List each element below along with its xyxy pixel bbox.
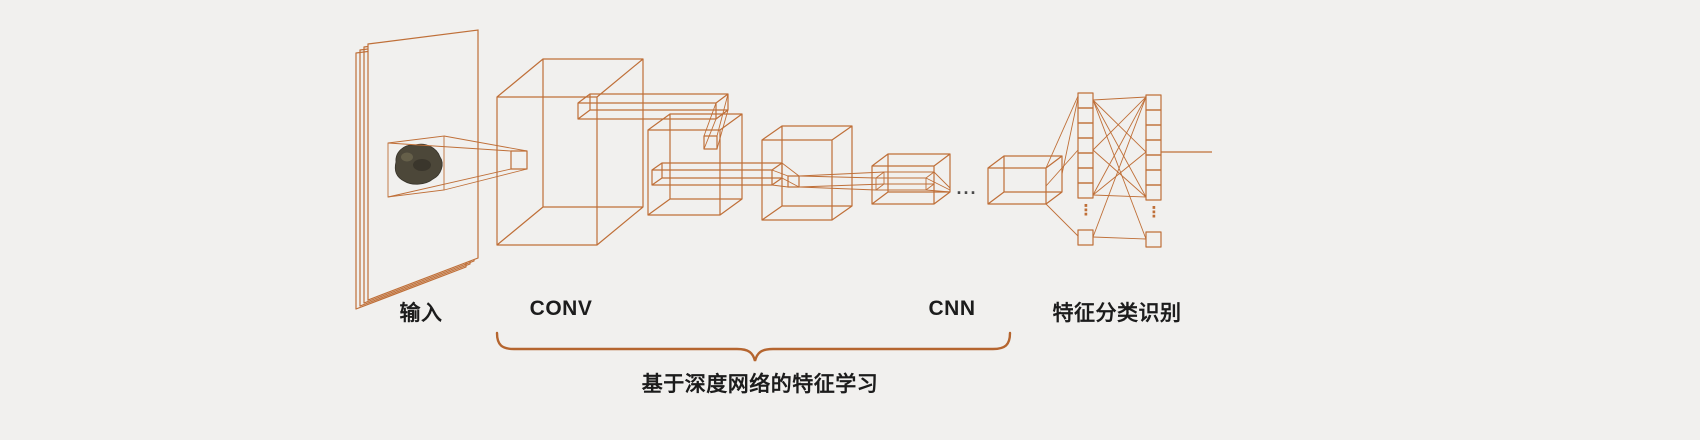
box3-to-box4-rays: [798, 171, 885, 191]
conv-box-3-patch: [787, 175, 800, 188]
fc-node: [1145, 109, 1162, 126]
fc-node-last: [1077, 229, 1094, 246]
fc-node: [1145, 184, 1162, 201]
ray-line: [387, 142, 512, 152]
ray-line: [703, 118, 717, 150]
ray-line: [933, 171, 951, 189]
ray-line: [781, 162, 800, 177]
fc-connections: [1092, 96, 1147, 240]
ray-line: [925, 189, 951, 193]
fc-connection-line: [1092, 96, 1147, 151]
conv-box-2: [647, 113, 743, 216]
ray-line: [781, 177, 800, 188]
conv-box-1: [496, 58, 644, 246]
ray-line: [1045, 203, 1079, 237]
fc-node: [1077, 137, 1094, 154]
fc-node: [1077, 122, 1094, 139]
ray-line: [716, 93, 729, 137]
conv-box-1-wireframe: [496, 58, 644, 246]
label-feature-classification: 特征分类识别: [1052, 302, 1182, 325]
ray-line: [1045, 149, 1079, 187]
fc-connection-line: [1092, 236, 1147, 240]
fc-node: [1077, 92, 1094, 109]
fc-column-1: [1077, 92, 1094, 246]
ray-line: [387, 168, 512, 198]
fc-column-2: [1145, 94, 1162, 248]
fc-column-2-vertical-dots: ⋮: [1146, 203, 1162, 221]
conv-box-1-patch: [510, 150, 528, 170]
feature-slab-1-wireframe: [577, 93, 729, 120]
label-input: 输入: [399, 302, 443, 325]
ray-line: [798, 171, 885, 177]
ray-line: [443, 168, 528, 191]
ray-line: [798, 183, 885, 188]
label-deep-network-feature-learning: 基于深度网络的特征学习: [641, 373, 879, 396]
fc-connection-line: [1092, 151, 1147, 196]
box4-convergence-rays: [925, 171, 951, 193]
box5-to-fc-rays: [1045, 95, 1079, 237]
fc-connection-line: [1092, 96, 1147, 101]
fc-node: [1145, 94, 1162, 111]
fc-node: [1077, 167, 1094, 184]
ray-line: [925, 177, 951, 191]
fc-node: [1145, 139, 1162, 156]
fc-connection-line: [1092, 99, 1147, 240]
ray-line: [771, 169, 789, 177]
brace: [495, 331, 1012, 362]
ray-line: [798, 175, 877, 179]
ray-line: [798, 186, 877, 191]
ray-line: [771, 184, 789, 188]
fc-node: [1077, 107, 1094, 124]
slab2-to-box3-rays: [771, 162, 800, 188]
conv-box-2-wireframe: [647, 113, 743, 216]
conv-box-2-patch: [703, 135, 718, 150]
input-plane: [355, 29, 479, 310]
fc-node: [1077, 182, 1094, 199]
ray-line: [443, 135, 528, 152]
feature-slab-1: [577, 93, 729, 120]
fc-node: [1145, 124, 1162, 141]
conv-box-3: [761, 125, 853, 221]
ellipsis-between-boxes: ...: [956, 178, 978, 198]
fc-node: [1145, 154, 1162, 171]
fc-connection-line: [1092, 194, 1147, 198]
fc-connection-line: [1092, 96, 1147, 238]
slab1-to-box2-rays: [703, 93, 729, 150]
ray-line: [1045, 95, 1079, 169]
fc-connection-line: [1092, 96, 1147, 196]
fc-connection-line: [1092, 99, 1147, 153]
stone-highlight-spot: [401, 152, 413, 162]
fc-connection-line: [1092, 99, 1147, 198]
conv-box-4-inner-slab: [875, 171, 935, 191]
conv-box-4: [871, 153, 951, 205]
fc-node: [1145, 169, 1162, 186]
ray-line: [716, 109, 729, 150]
fc-node-last: [1145, 231, 1162, 248]
stone-shadow-spot: [413, 159, 431, 171]
fc-column-1-vertical-dots: ⋮: [1078, 201, 1094, 219]
label-conv: CONV: [529, 297, 593, 320]
fc-node: [1077, 152, 1094, 169]
ray-line: [1061, 97, 1079, 175]
label-cnn: CNN: [928, 297, 976, 320]
conv-box-3-wireframe: [761, 125, 853, 221]
input-to-conv-rays: [387, 135, 528, 198]
